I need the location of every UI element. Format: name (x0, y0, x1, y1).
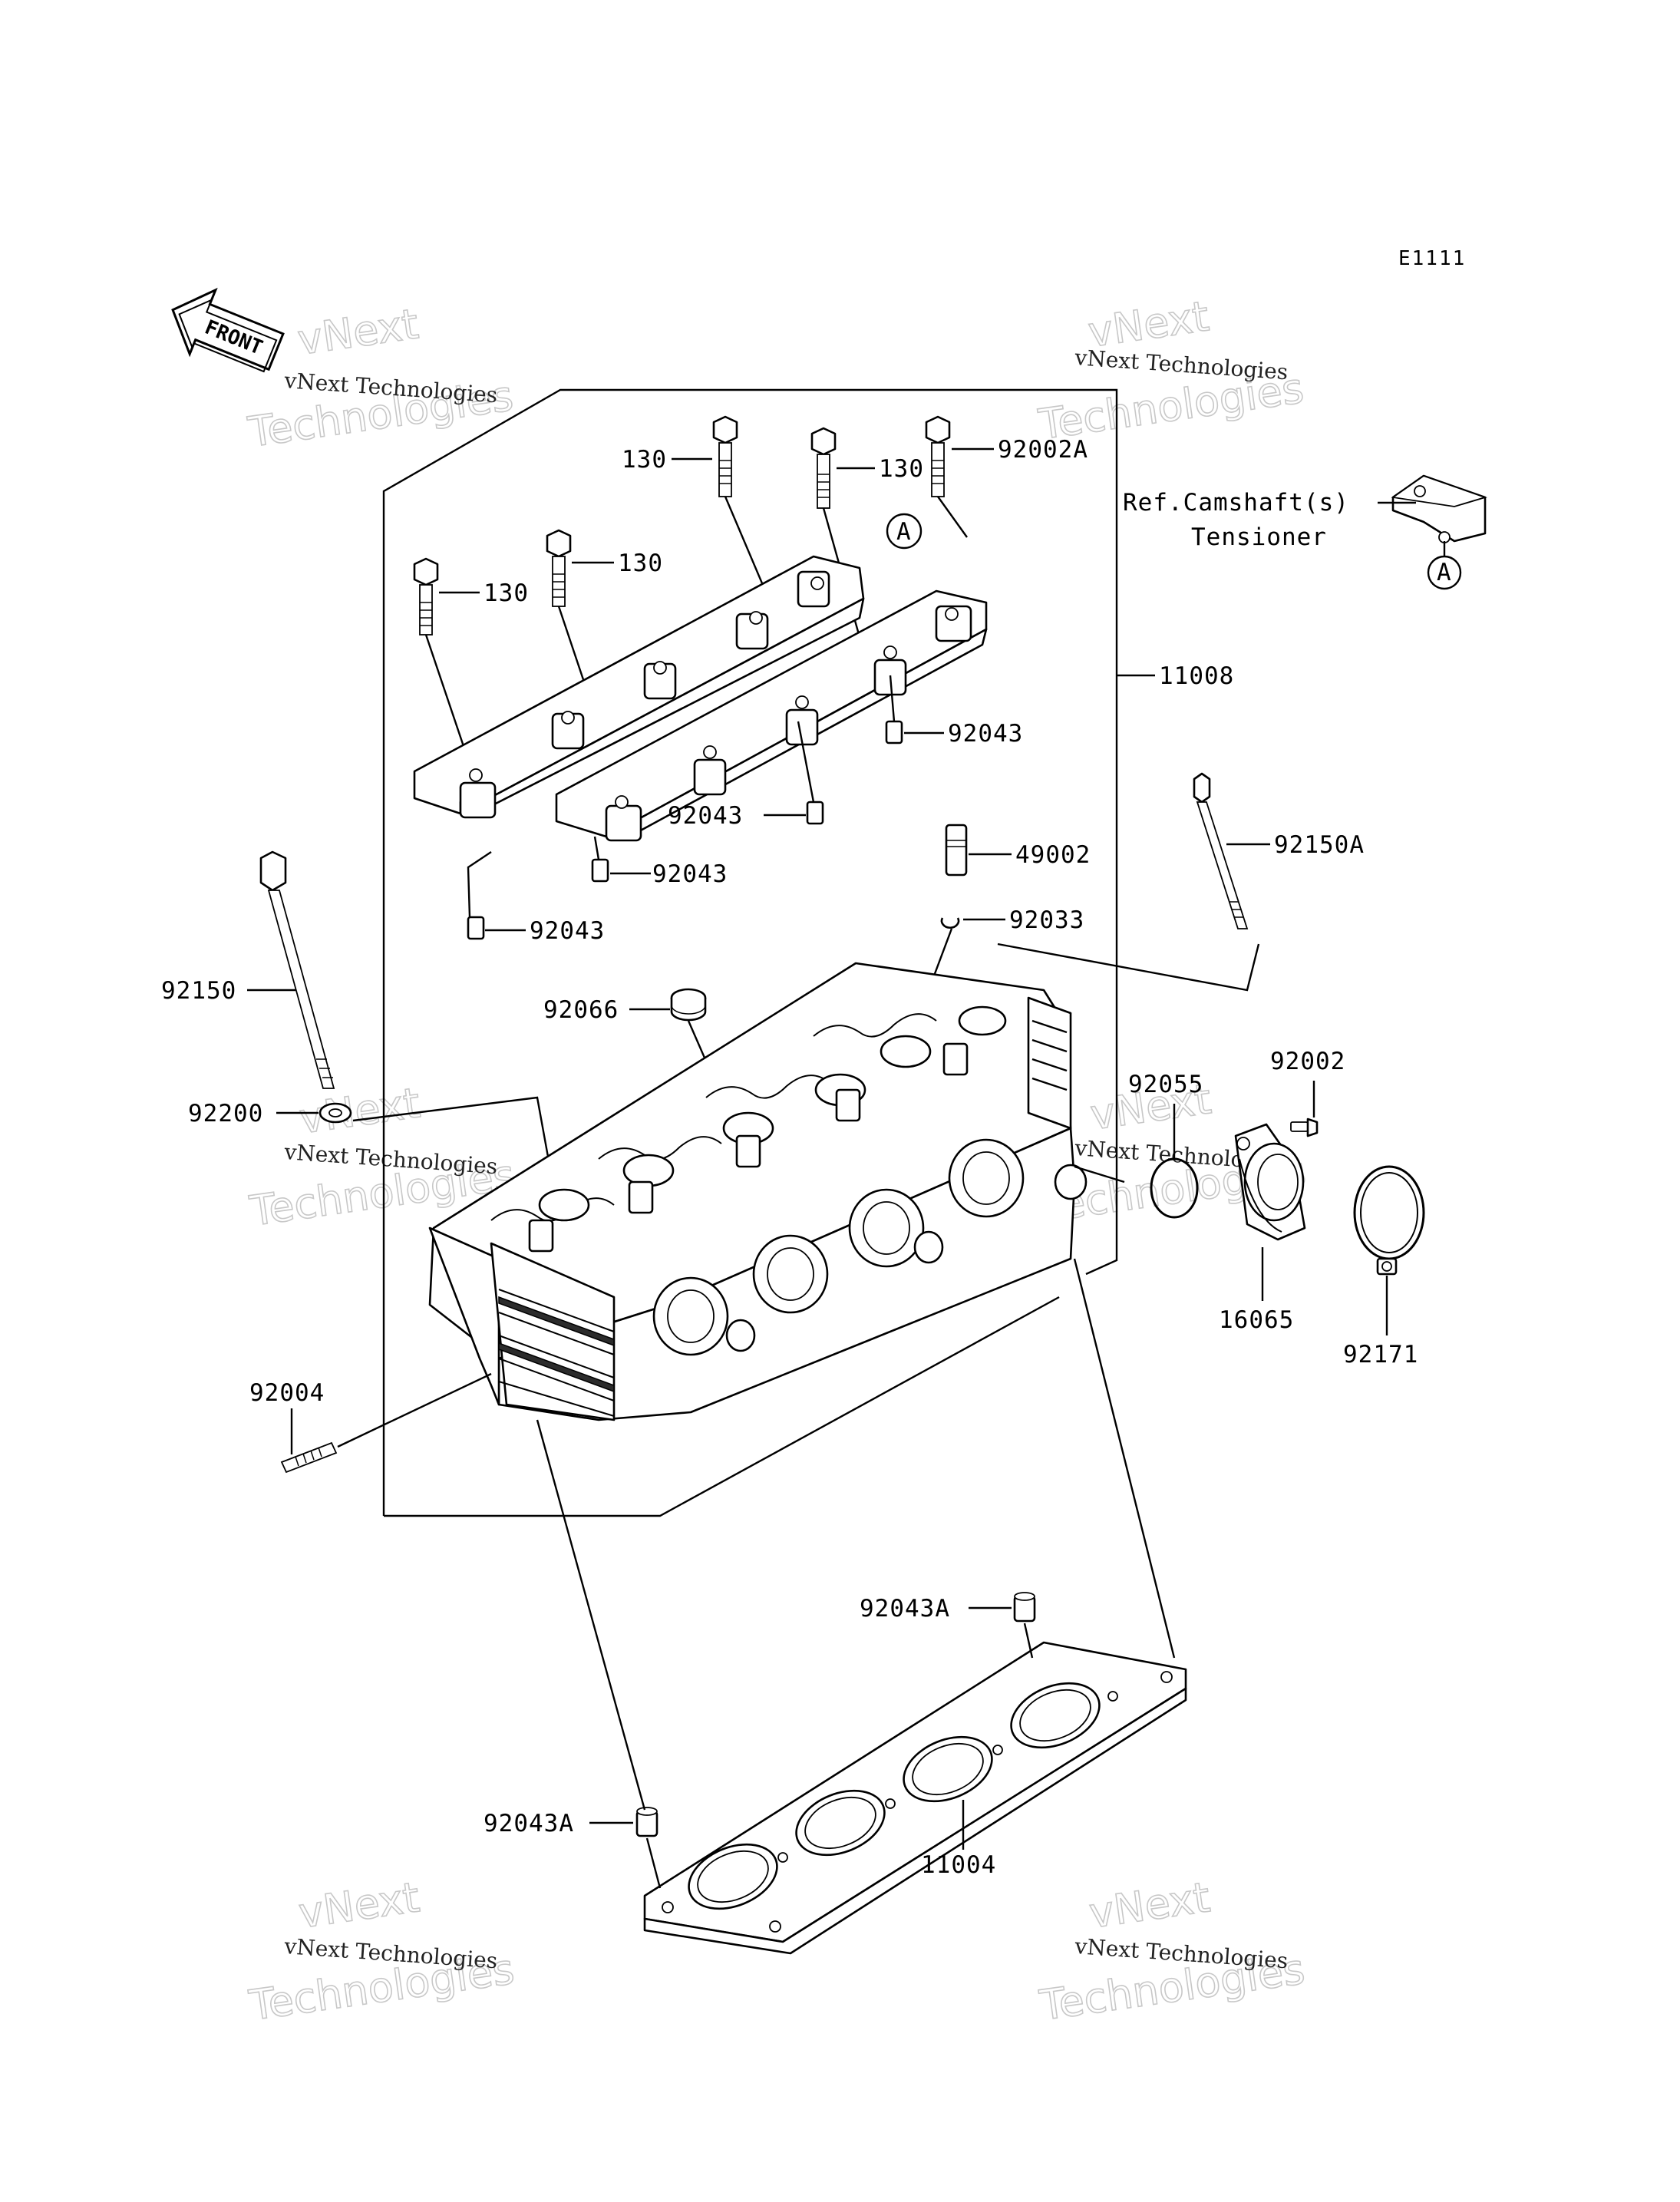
diagram-code: E1111 (1398, 247, 1466, 270)
circlip-92033 (940, 917, 960, 929)
callout-label: 130 (484, 579, 529, 607)
ref-line-2: Tensioner (1191, 523, 1327, 551)
marker-a-circle (886, 513, 923, 550)
callout-label: 92200 (188, 1100, 263, 1127)
leader-92200-to-head (352, 1096, 554, 1183)
bolt-92002 (1290, 1118, 1319, 1137)
valve-guide-49002 (945, 824, 968, 877)
callout-label: 92002A (998, 436, 1088, 464)
leader-92043-d-up (467, 851, 492, 918)
bolt-130-c (546, 529, 572, 607)
dowel-pin-92043-b (806, 801, 824, 825)
ref-line-1: Ref.Camshaft(s) (1123, 489, 1349, 517)
tensioner-bracket-icon (1391, 474, 1487, 543)
callout-label: 11008 (1159, 662, 1234, 690)
dowel-pin-92043-d (467, 916, 485, 940)
callout-label: 130 (618, 550, 663, 577)
leader-92043a-lower-up (536, 1419, 646, 1811)
leader-130-d-down (424, 634, 470, 761)
ref-marker-circle (1427, 555, 1462, 590)
assembly-bracket (382, 388, 1118, 1516)
dowel-pin-92043a-upper (1013, 1592, 1036, 1623)
watermark-brand: vNext (1086, 1873, 1213, 1937)
watermark-brand: vNext (295, 1873, 422, 1937)
callout-label: 130 (622, 446, 667, 474)
bolt-92002a (925, 415, 951, 497)
dowel-pin-92043-c (591, 858, 609, 883)
cylinder-head (428, 962, 1088, 1421)
watermark-caption: vNext Technologies (1074, 345, 1289, 385)
leader-92002a-down (937, 496, 968, 538)
callout-labels: 130 130 92002A 130 130 11008 92043 92043… (161, 436, 1418, 1879)
callout-label: 11004 (921, 1851, 996, 1879)
leader-92043a-lower-down (645, 1837, 662, 1889)
leader-head-water (1074, 1165, 1125, 1184)
callout-label: 16065 (1219, 1306, 1294, 1334)
callout-label: 92043 (530, 917, 605, 945)
callout-label: 92150 (161, 977, 236, 1005)
leader-92043-c-up (593, 836, 600, 860)
callout-label: 92043 (948, 720, 1023, 748)
dowel-pin-92043a-lower (635, 1807, 658, 1837)
camshaft-holder-rear (413, 555, 865, 819)
callout-label: 92055 (1128, 1071, 1203, 1098)
stud-92150 (259, 850, 335, 1089)
watermark-brand: vNext (296, 1078, 423, 1143)
bolt-130-b (810, 427, 837, 509)
leader-92150a-down (997, 943, 1260, 992)
callout-label: 130 (879, 455, 924, 483)
callout-label: 92043 (668, 802, 743, 830)
bolt-130-d (413, 557, 439, 636)
callout-label: 92043A (860, 1595, 950, 1623)
bolt-130-a (712, 415, 738, 497)
head-gasket-11004 (643, 1641, 1187, 1955)
stud-92150a (1193, 772, 1249, 929)
watermark-brand: vNext (295, 299, 421, 364)
callout-label: 92066 (543, 996, 619, 1024)
marker-a-label: A (896, 518, 912, 546)
callout-label: 92043 (652, 860, 728, 888)
watermark-top-left: vNext Technologies (244, 299, 517, 457)
callout-label: 92002 (1270, 1048, 1345, 1075)
callout-label: 92033 (1009, 906, 1084, 934)
assembly-bracket-bottom (384, 1296, 1060, 1517)
callout-label: 92171 (1343, 1341, 1418, 1368)
ref-marker-label: A (1437, 559, 1452, 586)
dowel-pin-92043-a (885, 720, 903, 744)
front-arrow-icon: FRONT (171, 287, 285, 373)
leader-92004-to-head (337, 1372, 492, 1448)
callout-label: 92150A (1274, 831, 1365, 859)
callout-label: 49002 (1015, 841, 1091, 869)
fitting-16065 (1234, 1123, 1306, 1241)
leader-92043-b-up (797, 721, 815, 803)
stud-92004 (280, 1441, 338, 1474)
plug-92066 (670, 988, 707, 1022)
callout-label: 92004 (249, 1379, 325, 1407)
callout-label: 92043A (484, 1810, 574, 1837)
clamp-92171 (1353, 1165, 1425, 1276)
leader-92043-a-up (889, 675, 896, 722)
leader-92043a-upper-down (1023, 1623, 1034, 1659)
leader-11004-to-head (1073, 1258, 1176, 1659)
